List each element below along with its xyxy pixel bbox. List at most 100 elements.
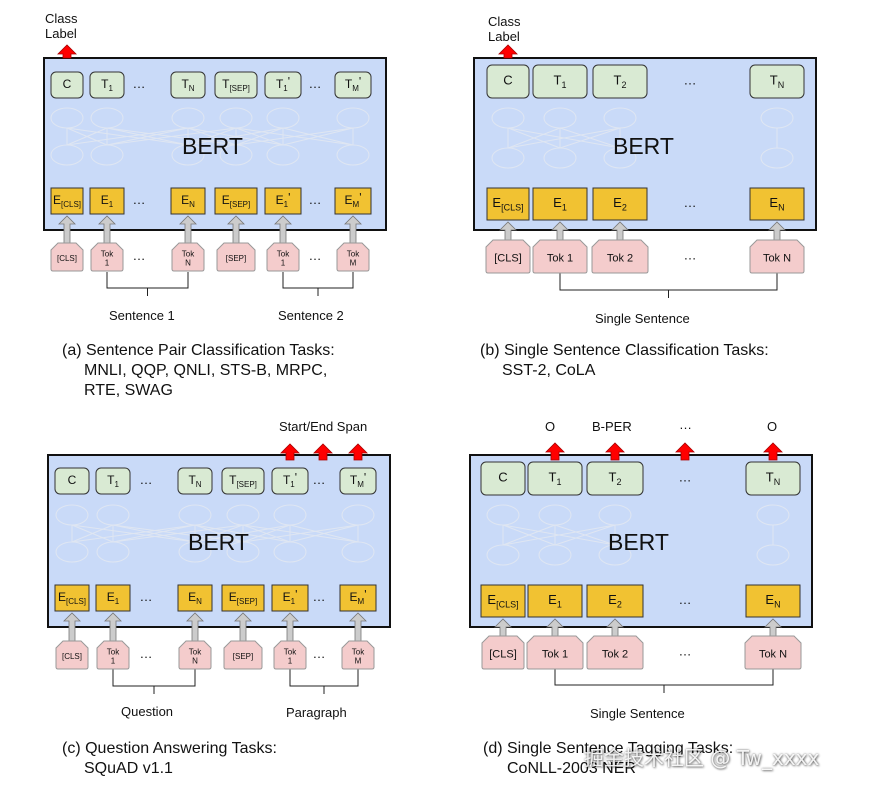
panel-d-output-label: C [498, 470, 507, 485]
panel-d-bert-label: BERT [608, 529, 669, 555]
panel-c-embedding-token [177, 584, 213, 612]
panel-d-caption: (d) Single Sentence Tagging Tasks: CoNLL… [483, 739, 733, 779]
network-node [341, 541, 375, 563]
panel-d-output-token [745, 461, 801, 496]
panel-a-input-label: [SEP] [226, 254, 246, 263]
network-node [760, 147, 794, 169]
panel-d-embedding-label: E2 [608, 592, 622, 609]
network-link [112, 524, 196, 543]
panel-b-embedding-label: E[CLS] [492, 195, 523, 212]
panel-c-output-arrow [280, 443, 300, 461]
panel-d-output-arrow [675, 442, 695, 461]
panel-c-caption: (c) Question Answering Tasks: SQuAD v1.1 [62, 739, 277, 779]
panel-d-input-label: Tok 2 [602, 648, 628, 660]
panel-c-embedding-token [271, 584, 309, 612]
network-node [486, 544, 520, 566]
panel-c-output-arrow [348, 443, 368, 461]
panel-c-output-label: TM' [350, 471, 366, 490]
network-node [756, 544, 790, 566]
panel-c-output-label: TN [188, 473, 201, 489]
panel-c-output-label: C [68, 473, 77, 487]
panel-d-output-arrow [545, 442, 565, 461]
panel-a-embedding-token [89, 187, 125, 215]
panel-a-embedding-label: E1 [101, 193, 114, 209]
panel-c-group-1-label: Question [121, 704, 174, 719]
panel-d-embedding-ellipsis: … [679, 592, 692, 607]
panel-c-output-token [221, 467, 265, 495]
network-link [187, 127, 284, 146]
panel-b-input-token [591, 239, 649, 274]
panel-d-output-token [527, 461, 583, 496]
network-link [71, 524, 114, 543]
panel-c-embedding-token [54, 584, 90, 612]
panel-a-output-token [264, 71, 302, 99]
network-node [171, 144, 205, 166]
network-link [106, 127, 189, 146]
network-node [491, 147, 525, 169]
panel-b-embedding-token [486, 187, 530, 221]
panel-d-embedding-token [527, 584, 583, 618]
panel-d-embedding-label: EN [765, 592, 780, 609]
panel-a-output-arrow [57, 44, 77, 59]
panel-a-embedding-token [334, 187, 372, 215]
panel-d-input-label: Tok 1 [542, 648, 568, 660]
panel-a-embedding-token [170, 187, 206, 215]
panel-a-input-token [336, 242, 370, 272]
panel-d-input-label: Tok N [759, 648, 787, 660]
network-node [543, 147, 577, 169]
panel-c-input-ellipsis: … [140, 646, 153, 661]
panel-b-caption: (b) Single Sentence Classification Tasks… [480, 341, 769, 381]
caption-line: (c) Question Answering Tasks: [62, 740, 277, 757]
panel-b-embedding-ellipsis: … [684, 195, 697, 210]
panel-c-embedding-label: EM' [350, 588, 367, 607]
panel-c-bert-label: BERT [188, 529, 249, 555]
panel-a-embedding-token [264, 187, 302, 215]
panel-a-top-label-2: Label [45, 26, 77, 41]
panel-a-network [50, 107, 370, 166]
panel-c-output-ellipsis: … [313, 472, 326, 487]
panel-a-embedding-label: E1' [276, 191, 291, 210]
panel-d-input-token [526, 635, 584, 670]
network-link [559, 127, 621, 149]
panel-d-top-label-o1: O [545, 419, 556, 434]
panel-a-group-bracket [106, 272, 189, 296]
network-link [112, 524, 244, 543]
panel-b-input-label: [CLS] [494, 252, 522, 264]
panel-a-top-label-1: Class [45, 11, 78, 26]
panel-d-input-ellipsis: … [679, 644, 692, 659]
panel-a-embedding-ellipsis: … [133, 192, 146, 207]
panel-b-embedding-token [532, 187, 588, 221]
panel-b [473, 57, 817, 298]
panel-a-output-label: T1 [101, 77, 113, 93]
panel-d-embedding-token [480, 584, 526, 618]
network-link [289, 524, 359, 543]
panel-a-caption: (a) Sentence Pair Classification Tasks: … [62, 341, 335, 401]
panel-d-embedding-label: E[CLS] [487, 592, 518, 609]
network-node [226, 541, 260, 563]
panel-d-network [486, 504, 790, 566]
panel-b-group-bracket [559, 273, 778, 298]
panel-c-input-token [341, 640, 375, 670]
panel-c-embedding-ellipsis: … [140, 589, 153, 604]
network-node [273, 541, 307, 563]
panel-d [469, 454, 813, 693]
caption-line: (a) Sentence Pair Classification Tasks: [62, 342, 335, 359]
panel-a-input-label: [CLS] [57, 254, 77, 263]
panel-c-input-label: [CLS] [62, 652, 82, 661]
panel-b-input-label: Tok 1 [547, 252, 573, 264]
panel-c-output-label: T[SEP] [229, 473, 257, 489]
network-link [194, 524, 244, 543]
panel-c-group-bracket [112, 669, 196, 694]
caption-line: SST-2, CoLA [502, 362, 596, 379]
caption-line: (b) Single Sentence Classification Tasks… [480, 342, 769, 359]
panel-b-output-label: T2 [614, 73, 627, 90]
panel-a-group-bracket [282, 272, 354, 296]
panel-d-group-bracket [554, 669, 774, 693]
panel-d-output-label: T2 [609, 470, 622, 487]
panel-b-top-label-1: Class [488, 14, 521, 29]
panel-d-output-label: TN [766, 470, 780, 487]
panel-c-output-label: T1 [107, 473, 119, 489]
network-node [538, 544, 572, 566]
